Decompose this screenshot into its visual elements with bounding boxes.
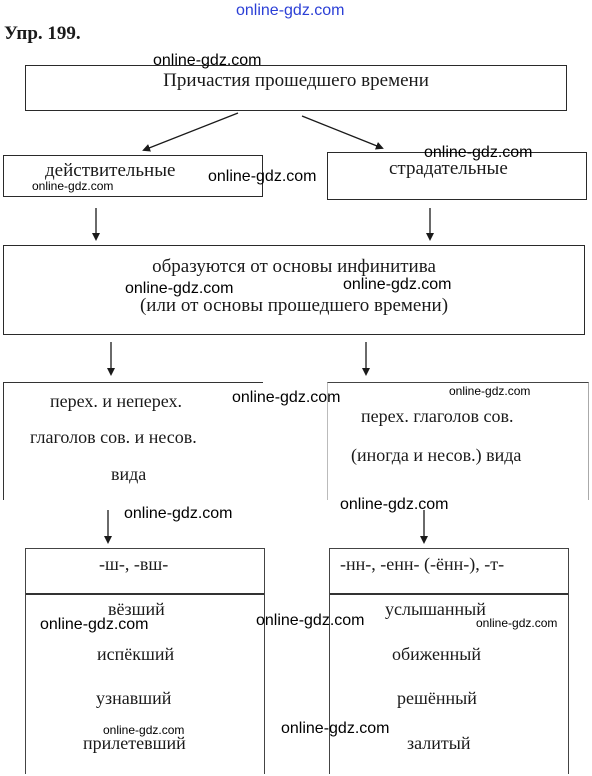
watermark-top: online-gdz.com [236, 2, 345, 19]
suffix-right-table: -нн-, -енн- (-ённ-), -т- услышанный обиж… [329, 548, 569, 774]
exercise-title: Упр. 199. [4, 23, 81, 44]
formation-line2: (или от основы прошедшего времени) [139, 295, 449, 316]
watermark: online-gdz.com [424, 144, 533, 161]
watermark: online-gdz.com [449, 384, 531, 398]
suffix-left-example: прилетевший [83, 733, 186, 753]
suffix-right-example: услышанный [385, 599, 486, 619]
suffix-right-example: обиженный [392, 644, 481, 664]
suffix-left-example: испёкший [97, 644, 175, 664]
formation-box: образуются от основы инфинитива (или от … [3, 245, 585, 335]
branch-left-label: действительные [45, 160, 176, 181]
suffix-right-example: залитый [407, 733, 471, 753]
verbs-right-line1: перех. глаголов сов. [361, 406, 514, 426]
watermark: online-gdz.com [208, 168, 317, 185]
suffix-right-example: решённый [397, 688, 477, 708]
suffix-left-divider [26, 593, 264, 595]
verbs-left-box: перех. и неперех. глаголов сов. и несов.… [3, 382, 263, 500]
watermark: online-gdz.com [124, 505, 233, 522]
watermark: online-gdz.com [232, 389, 341, 406]
verbs-left-line3: вида [111, 464, 147, 484]
root-label: Причастия прошедшего времени [163, 70, 429, 91]
verbs-left-line1: перех. и неперех. [50, 391, 183, 411]
suffix-right-divider [330, 593, 568, 595]
suffix-left-header: -ш-, -вш- [99, 554, 169, 574]
root-box: Причастия прошедшего времени [25, 65, 567, 111]
verbs-right-box: перех. глаголов сов. (иногда и несов.) в… [327, 382, 589, 500]
arrow-root-right [301, 115, 384, 150]
watermark: online-gdz.com [153, 52, 262, 69]
suffix-left-example: вёзший [108, 599, 165, 619]
suffix-left-example: узнавший [96, 688, 172, 708]
suffix-left-table: -ш-, -вш- вёзший испёкший узнавший приле… [25, 548, 265, 774]
suffix-right-header: -нн-, -енн- (-ённ-), -т- [340, 554, 505, 574]
verbs-left-line2: глаголов сов. и несов. [30, 427, 197, 447]
branch-left-box: действительные [3, 155, 263, 197]
formation-line1: образуются от основы инфинитива [152, 256, 436, 277]
watermark: online-gdz.com [340, 496, 449, 513]
watermark: online-gdz.com [476, 616, 558, 630]
verbs-right-line2: (иногда и несов.) вида [351, 445, 522, 465]
watermark: online-gdz.com [256, 612, 365, 629]
watermark: online-gdz.com [343, 276, 452, 293]
watermark: online-gdz.com [40, 616, 149, 633]
branch-right-box: страдательные [327, 152, 587, 200]
branch-right-label: страдательные [389, 158, 508, 179]
watermark: online-gdz.com [103, 723, 185, 737]
arrow-root-left [142, 112, 239, 152]
watermark: online-gdz.com [281, 720, 390, 737]
watermark: online-gdz.com [32, 179, 114, 193]
watermark: online-gdz.com [125, 280, 234, 297]
